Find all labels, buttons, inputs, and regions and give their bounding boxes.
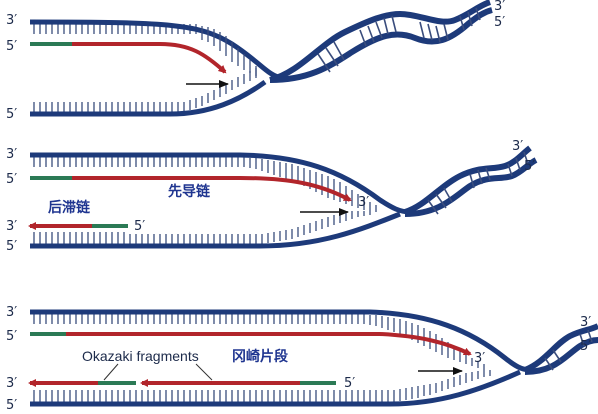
p2-label-helix-3: 3′ <box>512 139 523 154</box>
panel-2: 3′ 5′ 3′ 3′ 5′ 5′ 3′ 5′ 先导链 后滞链 <box>6 139 538 254</box>
p2-top-parent <box>30 152 411 215</box>
p3-bottom-parent <box>30 369 522 407</box>
p1-label-helix-3: 3′ <box>494 0 505 14</box>
p2-label-lead-3: 3′ <box>358 195 369 210</box>
p1-label-top-5: 5′ <box>6 39 17 54</box>
p2-leading-strand <box>72 176 352 202</box>
p3-top-parent <box>30 309 531 373</box>
panel-1: 3′ 5′ 5′ 3′ 5′ <box>6 0 505 122</box>
rungs-p1-bottom <box>33 68 257 112</box>
okazaki-pointer-1 <box>103 363 119 381</box>
p1-bottom-parent <box>30 79 267 117</box>
p2-label-bottom-5: 5′ <box>6 239 17 254</box>
p3-label-lag-3: 3′ <box>6 376 17 391</box>
p1-label-helix-5: 5′ <box>494 15 505 30</box>
p2-helix <box>403 145 538 217</box>
p2-label-top-5: 5′ <box>6 172 17 187</box>
p3-label-bottom-5: 5′ <box>6 398 17 413</box>
p3-label-lag-5: 5′ <box>344 376 355 391</box>
p1-label-top-3: 3′ <box>6 13 17 28</box>
panel-1-top-rungs <box>33 24 197 34</box>
p3-label-helix-3: 3′ <box>580 315 591 330</box>
p3-leading-strand <box>66 332 472 356</box>
p3-helix <box>523 323 598 375</box>
p3-label-top-5: 5′ <box>6 329 17 344</box>
okazaki-pointer-2 <box>195 363 213 381</box>
p1-new-strand <box>72 42 227 74</box>
leading-strand-label: 先导链 <box>168 183 211 200</box>
p3-label-helix-5: 5′ <box>580 339 591 354</box>
p3-label-lead-3: 3′ <box>474 351 485 366</box>
okazaki-label: Okazaki fragments <box>82 348 199 364</box>
p1-helix <box>269 0 493 83</box>
panel-3: 3′ 5′ 3′ 3′ 5′ 5′ 3′ 5′ Okazaki fragment… <box>6 305 598 413</box>
rungs-p1-top <box>33 24 197 34</box>
lagging-strand-label: 后滞链 <box>48 199 91 216</box>
p2-label-helix-5: 5′ <box>524 159 535 174</box>
p1-top-parent <box>29 19 283 81</box>
p2-label-lag-3: 3′ <box>6 219 17 234</box>
p2-bottom-parent <box>30 211 401 249</box>
p2-label-top-3: 3′ <box>6 147 17 162</box>
p2-label-lag-5: 5′ <box>134 219 145 234</box>
p3-label-top-3: 3′ <box>6 305 17 320</box>
p1-label-bottom-5: 5′ <box>6 107 17 122</box>
okazaki-cn-label: 冈崎片段 <box>232 348 288 365</box>
